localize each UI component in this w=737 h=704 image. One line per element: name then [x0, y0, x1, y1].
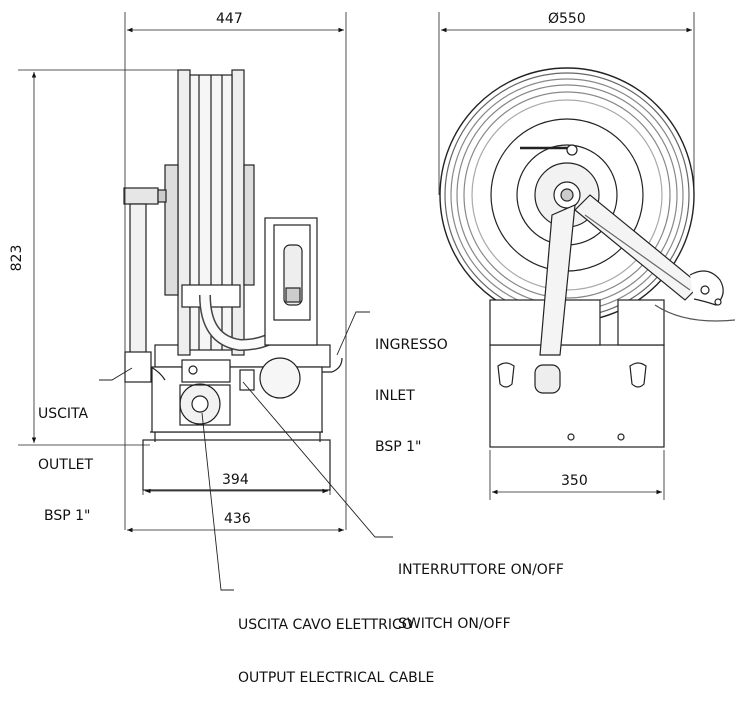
- dim-front-diameter: Ø550: [548, 11, 586, 27]
- side-base-plate: [142, 439, 331, 491]
- dim-outer-base-width: 436: [224, 511, 251, 527]
- front-base: [489, 299, 665, 448]
- side-motor: [179, 357, 301, 426]
- callout-leaders: [99, 311, 393, 591]
- side-dimensions: [18, 12, 347, 533]
- dim-inner-base-width: 394: [222, 472, 249, 488]
- side-reel-drum: [164, 69, 255, 356]
- front-arm: [539, 194, 736, 356]
- cable-label-line1: USCITA CAVO ELETTRICO: [238, 617, 413, 633]
- side-view: [123, 69, 343, 491]
- outlet-label-line3: BSP 1": [44, 508, 91, 524]
- front-view: [439, 67, 736, 448]
- switch-label-line1: INTERRUTTORE ON/OFF: [398, 562, 564, 578]
- inlet-label-line3: BSP 1": [375, 439, 422, 455]
- inlet-label: INGRESSO INLET BSP 1": [375, 303, 448, 473]
- side-control-box: [264, 217, 318, 346]
- side-inlet-pipe: [322, 357, 343, 373]
- outlet-label-line2: OUTLET: [38, 457, 94, 473]
- outlet-label-line1: USCITA: [38, 406, 89, 422]
- dim-side-width: 447: [216, 11, 243, 27]
- front-dimensions: [438, 12, 695, 500]
- dim-front-base-width: 350: [561, 473, 588, 489]
- cable-label: USCITA CAVO ELETTRICO OUTPUT ELECTRICAL …: [238, 583, 434, 704]
- side-outlet-pipe: [123, 187, 167, 383]
- inlet-label-line2: INLET: [375, 388, 415, 404]
- dim-height: 823: [9, 244, 25, 272]
- technical-drawing: [18, 12, 736, 591]
- outlet-label: USCITA OUTLET BSP 1": [38, 372, 93, 542]
- inlet-label-line1: INGRESSO: [375, 337, 448, 353]
- cable-label-line2: OUTPUT ELECTRICAL CABLE: [238, 670, 435, 686]
